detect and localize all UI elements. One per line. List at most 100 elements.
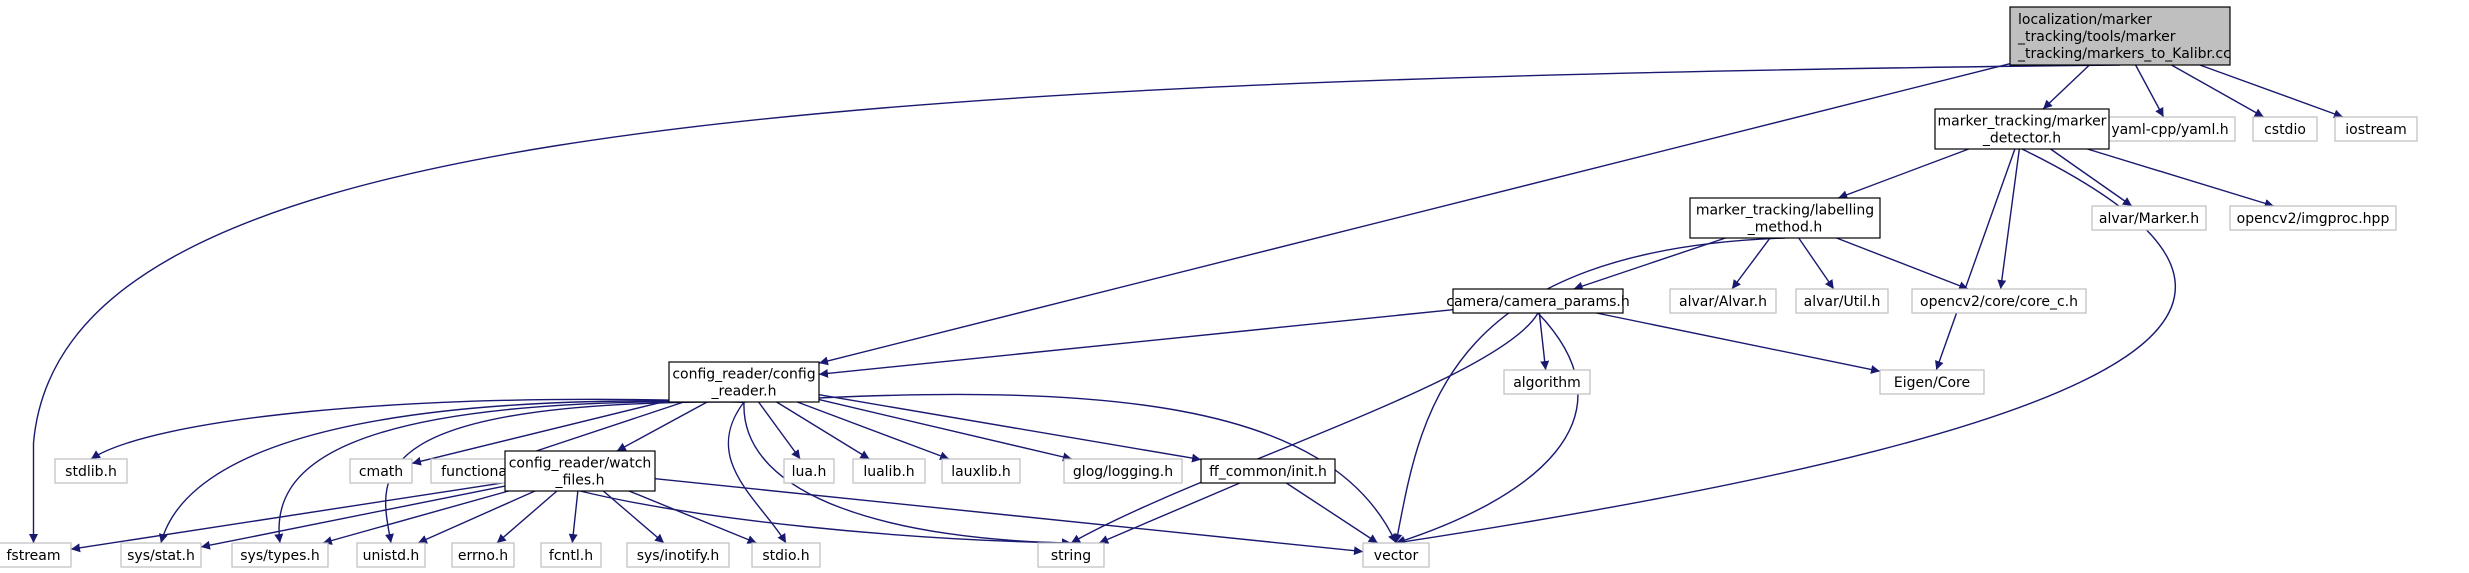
node-label-line: _method.h	[1747, 220, 1822, 236]
node-detector[interactable]: marker_tracking/marker_detector.h	[1934, 108, 2110, 150]
edge-config-to-systypes	[274, 400, 745, 544]
node-imgproc: opencv2/imgproc.hpp	[2229, 205, 2397, 231]
edge-config-to-stdio	[727, 401, 787, 544]
node-box	[668, 361, 820, 403]
edge-detector-to-core_c	[1997, 148, 2021, 290]
node-box	[2104, 116, 2236, 142]
edge-labelling-to-alvar_alvar	[1731, 237, 1771, 290]
node-cstdio: cstdio	[2252, 116, 2318, 142]
edge-root-to-fstream	[29, 64, 2121, 543]
node-vector: vector	[1362, 542, 1430, 568]
node-eigen: Eigen/Core	[1879, 369, 1985, 395]
edge-watch-to-string	[579, 490, 1072, 548]
node-label-line: config_reader/config	[672, 367, 815, 383]
node-stdio: stdio.h	[751, 542, 821, 568]
node-label-line: _tracking/markers_to_Kalibr.cc	[2017, 46, 2231, 62]
edge-config-to-watch	[616, 401, 708, 452]
node-box	[783, 458, 835, 484]
node-label-line: functional	[441, 464, 511, 480]
edge-config-to-string	[743, 401, 1072, 548]
node-label-line: config_reader/watch	[509, 456, 652, 472]
node-label-line: sys/types.h	[240, 548, 319, 564]
node-label-line: lualib.h	[863, 464, 914, 480]
node-glog: glog/logging.h	[1063, 458, 1183, 484]
edge-labelling-to-camera	[1573, 237, 1726, 291]
edge-root-to-config	[818, 62, 2011, 366]
node-label-line: _detector.h	[1982, 131, 2061, 147]
node-sysstat: sys/stat.h	[120, 542, 202, 568]
edge-config-to-lauxlib	[797, 401, 950, 461]
node-label-line: marker_tracking/labelling	[1696, 203, 1874, 219]
edge-root-to-iostream	[2199, 64, 2344, 119]
node-yaml: yaml-cpp/yaml.h	[2104, 116, 2236, 142]
edge-ffinit-to-vector	[1285, 482, 1379, 544]
node-label-line: _tracking/tools/marker	[2017, 29, 2176, 45]
node-box	[1063, 458, 1183, 484]
node-camera[interactable]: camera/camera_params.h	[1446, 288, 1630, 314]
edge-watch-to-sysstat	[200, 485, 506, 550]
node-label-line: vector	[1374, 548, 1419, 564]
edge-watch-to-stdio	[628, 490, 757, 544]
edge-root-to-cstdio	[2171, 64, 2265, 118]
node-label-line: iostream	[2345, 122, 2407, 138]
node-label-line: stdio.h	[762, 548, 809, 564]
node-box	[2009, 6, 2231, 66]
node-label-line: Eigen/Core	[1894, 375, 1970, 391]
node-label-line: alvar/Alvar.h	[1679, 294, 1767, 310]
node-box	[1689, 197, 1881, 239]
node-label-line: marker_tracking/marker	[1938, 114, 2107, 130]
node-box	[941, 458, 1021, 484]
edge-root-to-detector	[2042, 64, 2090, 110]
node-box	[1934, 108, 2110, 150]
node-label-line: localization/marker	[2018, 12, 2152, 28]
node-ffinit[interactable]: ff_common/init.h	[1200, 458, 1336, 484]
node-config[interactable]: config_reader/config_reader.h	[668, 361, 820, 403]
node-box	[1795, 288, 1889, 314]
edge-watch-to-fstream	[70, 481, 506, 553]
node-label-line: lua.h	[792, 464, 827, 480]
edge-config-to-vector	[743, 393, 1397, 544]
node-label-line: camera/camera_params.h	[1446, 294, 1630, 310]
node-label-line: stdlib.h	[65, 464, 117, 480]
node-string: string	[1037, 542, 1105, 568]
node-label-line: sys/stat.h	[127, 548, 195, 564]
edge-watch-to-errno	[496, 490, 558, 544]
node-box	[231, 542, 329, 568]
node-label-line: yaml-cpp/yaml.h	[2111, 122, 2228, 138]
edge-config-to-cmath	[411, 399, 670, 466]
node-fcntl: fcntl.h	[540, 542, 602, 568]
node-label-line: opencv2/core/core_c.h	[1920, 294, 2078, 310]
node-box	[2252, 116, 2318, 142]
edge-camera-to-algorithm	[1538, 312, 1550, 371]
node-box	[504, 450, 656, 492]
edge-watch-to-fcntl	[568, 490, 579, 544]
node-labelling[interactable]: marker_tracking/labelling_method.h	[1689, 197, 1881, 239]
node-label-line: cmath	[359, 464, 403, 480]
node-box	[626, 542, 730, 568]
node-box	[0, 542, 72, 568]
nodes: localization/marker_tracking/tools/marke…	[0, 6, 2418, 568]
node-root[interactable]: localization/marker_tracking/tools/marke…	[2009, 6, 2231, 66]
edge-config-to-sysstat	[158, 400, 745, 544]
node-box	[349, 458, 413, 484]
node-systypes: sys/types.h	[231, 542, 329, 568]
node-box	[120, 542, 202, 568]
edge-config-to-glog	[818, 398, 1073, 462]
node-label-line: string	[1051, 548, 1091, 564]
node-label-line: unistd.h	[363, 548, 420, 564]
node-box	[2229, 205, 2397, 231]
node-box	[1879, 369, 1985, 395]
edge-ffinit-to-string	[1098, 482, 1241, 544]
node-cmath: cmath	[349, 458, 413, 484]
node-core_c: opencv2/core/core_c.h	[1911, 288, 2087, 314]
node-label-line: algorithm	[1513, 375, 1581, 391]
edge-config-to-lualib	[776, 401, 870, 460]
node-watch[interactable]: config_reader/watch_files.h	[504, 450, 656, 492]
edge-watch-to-vector	[654, 478, 1364, 556]
node-box	[54, 458, 128, 484]
edge-labelling-to-vector	[1393, 237, 1786, 544]
node-label-line: fstream	[7, 548, 61, 564]
edge-root-to-yaml	[2134, 64, 2165, 118]
edge-watch-to-unistd	[417, 490, 536, 544]
node-algorithm: algorithm	[1503, 369, 1591, 395]
